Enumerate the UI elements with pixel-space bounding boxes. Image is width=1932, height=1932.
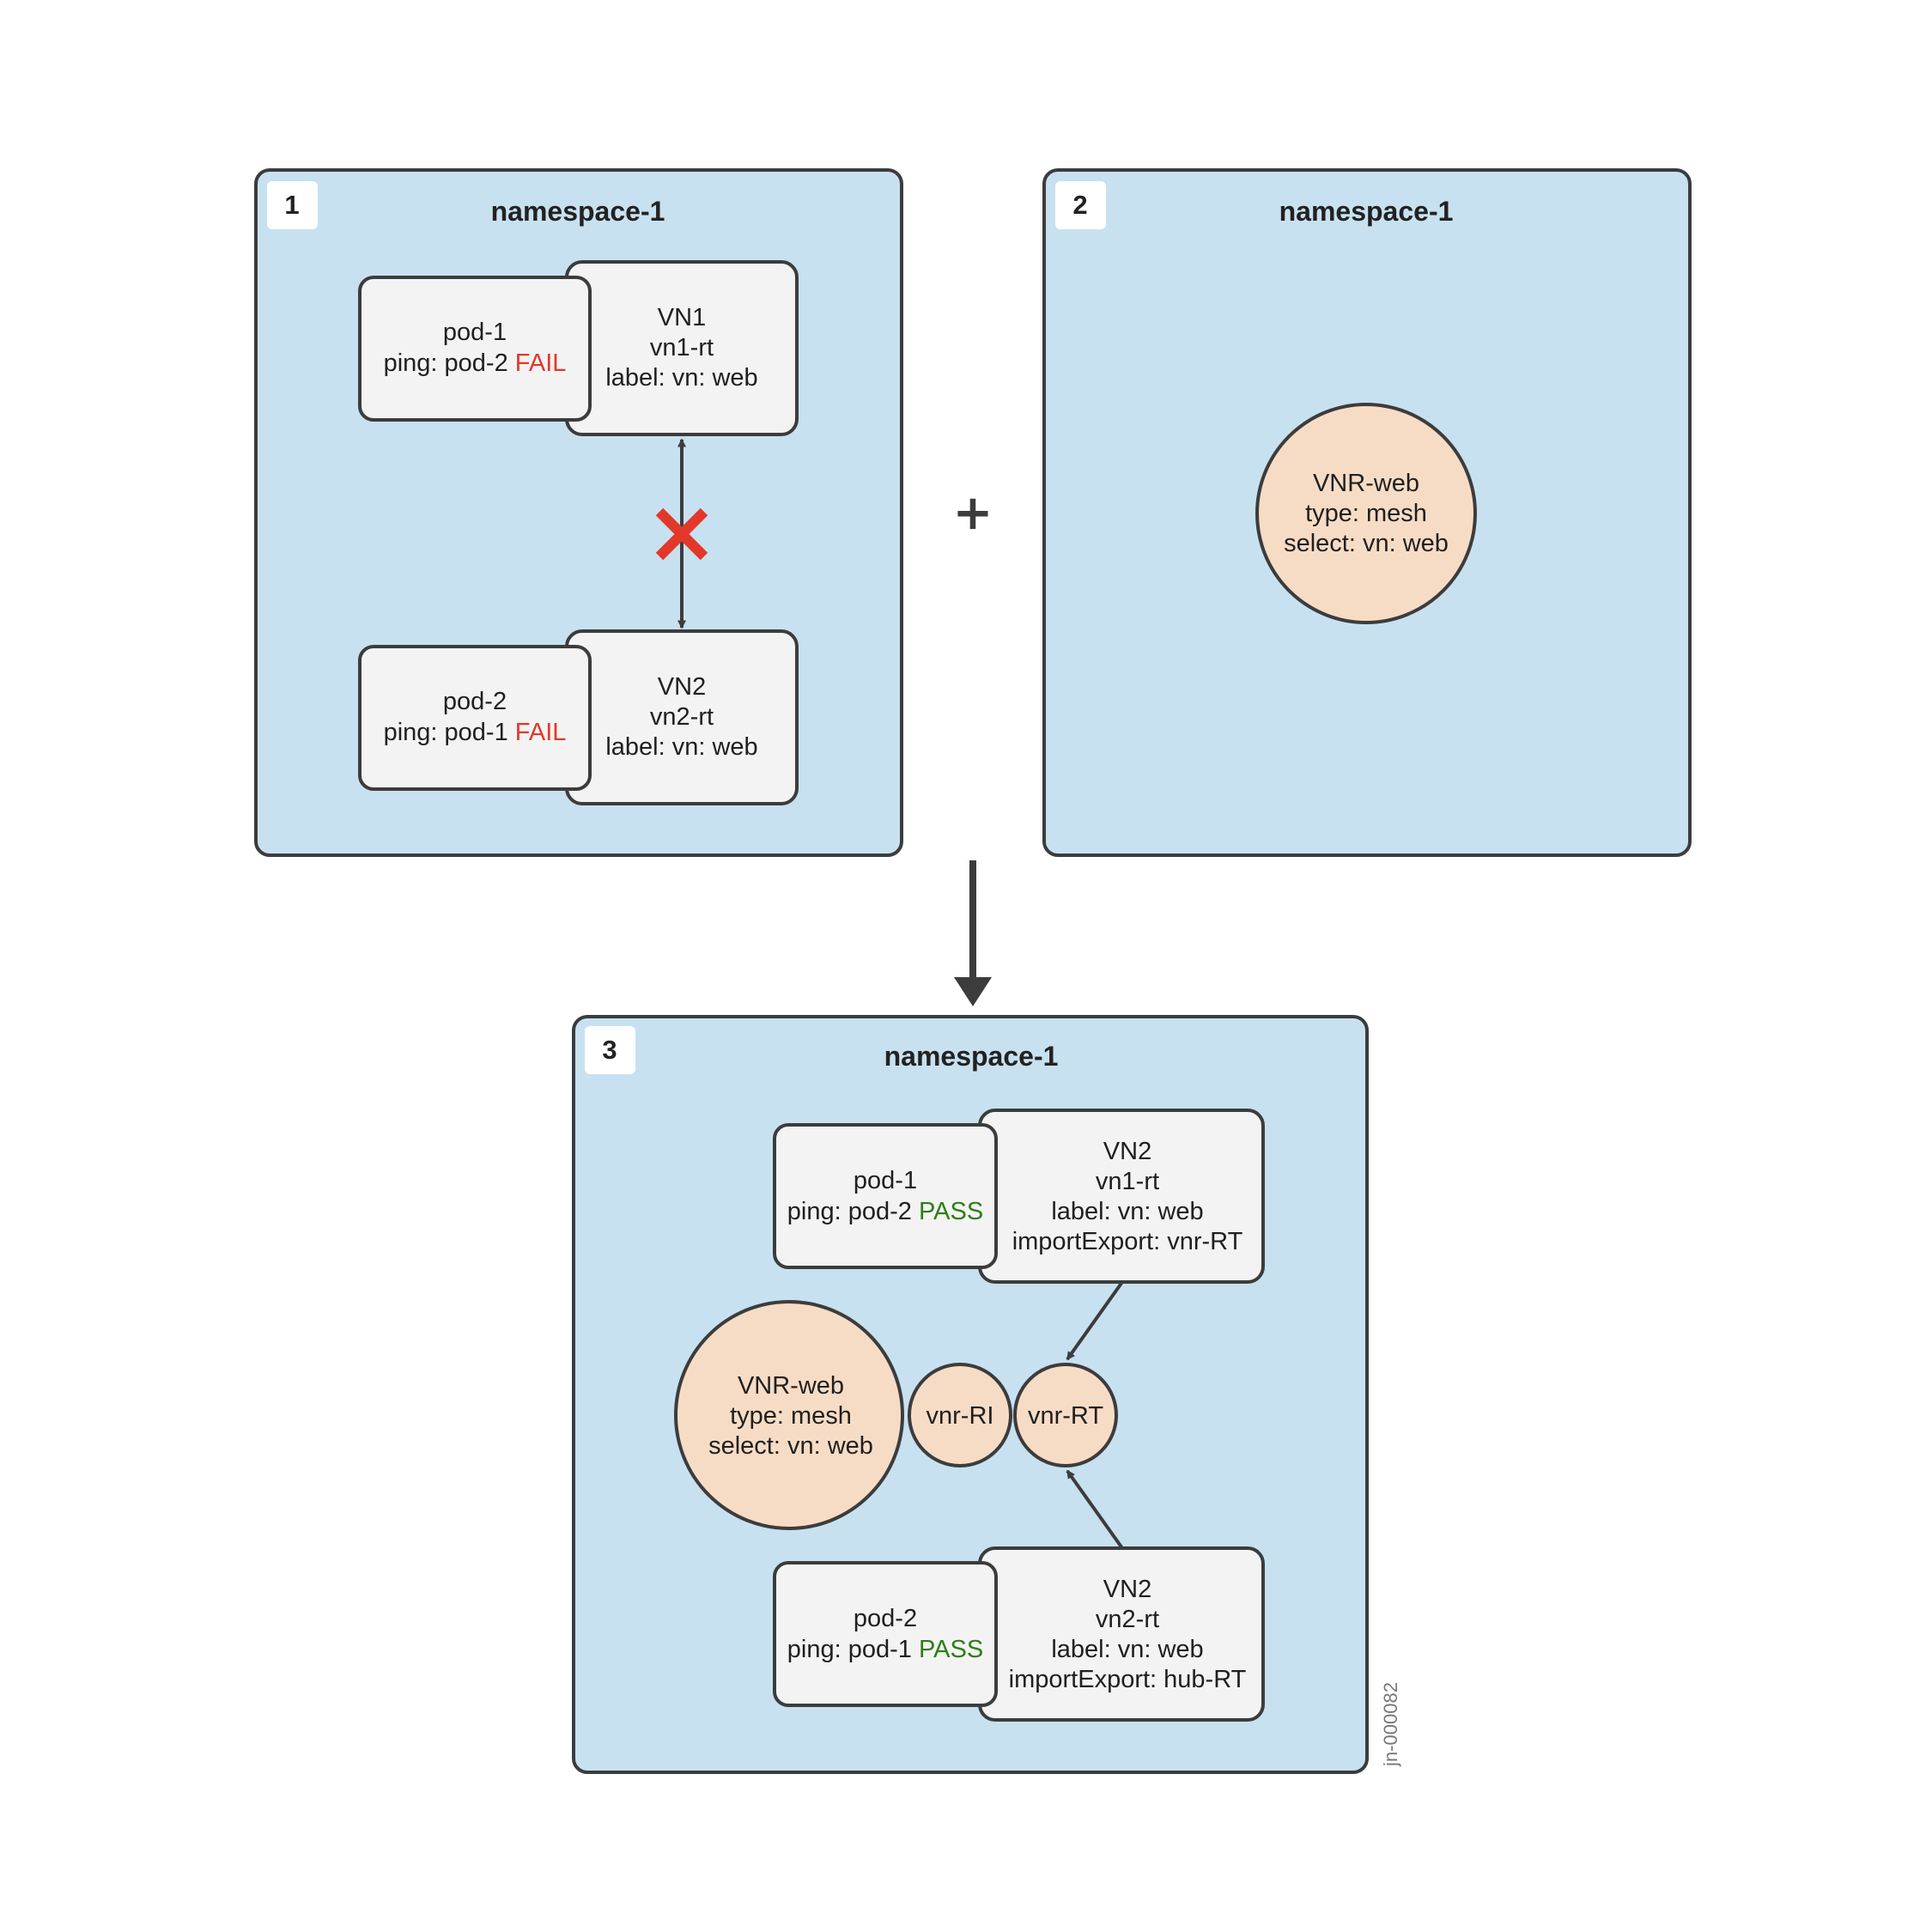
panel-1-badge: [267, 181, 318, 229]
vn-top-box: VN2 vn1-rt label: vn: web importExport: …: [978, 1109, 1265, 1284]
document-id: jn-000082: [1380, 1682, 1401, 1767]
pod-2-pass-ping-line: ping: pod-1 PASS: [787, 1636, 983, 1663]
panel-1: 1 namespace-1 VN1 vn1-rt label: vn: web …: [254, 168, 903, 857]
pod-1-pass-name: pod-1: [854, 1167, 917, 1194]
vnr-rt-circle: vnr-RT: [1013, 1363, 1118, 1467]
panel-3-badge-number: 3: [602, 1035, 617, 1065]
vn-bottom-import-export: importExport: hub-RT: [1009, 1666, 1247, 1693]
vn-bottom-name: VN2: [1103, 1576, 1151, 1603]
panel-1-title: namespace-1: [491, 196, 665, 227]
vn2-name: VN2: [658, 673, 706, 701]
panel-3-badge: [585, 1026, 635, 1074]
pod-1-pass-ping-status: PASS: [919, 1198, 983, 1225]
pod-2-pass-ping-status: PASS: [919, 1636, 983, 1663]
panel-2-badge-number: 2: [1072, 190, 1087, 220]
vnr-ri-label: vnr-RI: [927, 1402, 994, 1430]
vn-bottom-box: VN2 vn2-rt label: vn: web importExport: …: [978, 1546, 1265, 1722]
vnr-web-selector: select: vn: web: [1284, 530, 1449, 557]
panel-2: 2 namespace-1 VNR-web type: mesh select:…: [1042, 168, 1692, 857]
vnr-web-circle-result: VNR-web type: mesh select: vn: web: [674, 1300, 904, 1530]
pod-2-box: pod-2 ping: pod-1 FAIL: [358, 645, 592, 791]
vn-top-route-target: vn1-rt: [1096, 1168, 1159, 1195]
vn-bottom-label: label: vn: web: [1051, 1636, 1203, 1663]
pod-1-ping-line: ping: pod-2 FAIL: [384, 349, 567, 377]
vn2-label: label: vn: web: [605, 733, 757, 761]
pod-2-name: pod-2: [443, 688, 507, 715]
pod-1-pass-ping-text: ping: pod-2: [787, 1198, 919, 1225]
plus-icon: +: [953, 485, 993, 541]
panel-2-title: namespace-1: [1279, 196, 1454, 227]
blocked-x-icon: [655, 507, 708, 561]
pod-2-pass-box: pod-2 ping: pod-1 PASS: [773, 1561, 998, 1707]
vnr-web-type: type: mesh: [1305, 500, 1427, 527]
vn1-name: VN1: [658, 304, 706, 331]
vn1-route-target: vn1-rt: [650, 334, 714, 361]
vn-bottom-to-vnr-rt-arrow: [1066, 1469, 1124, 1550]
pod-2-ping-status: FAIL: [515, 719, 567, 746]
pod-1-ping-text: ping: pod-2: [384, 349, 515, 377]
vn-top-import-export: importExport: vnr-RT: [1012, 1228, 1243, 1255]
pod-2-pass-ping-text: ping: pod-1: [787, 1636, 919, 1663]
vnr-ri-circle: vnr-RI: [908, 1363, 1012, 1467]
pod-2-pass-name: pod-2: [854, 1605, 917, 1632]
vn-top-label: label: vn: web: [1051, 1198, 1203, 1225]
result-arrow-head-icon: [954, 977, 992, 1006]
pod-1-ping-status: FAIL: [515, 349, 567, 377]
vnr-web-result-type: type: mesh: [730, 1402, 852, 1430]
panel-1-badge-number: 1: [284, 190, 299, 220]
vn2-route-target: vn2-rt: [650, 703, 714, 731]
vnr-web-result-selector: select: vn: web: [708, 1432, 873, 1460]
vnr-web-result-name: VNR-web: [738, 1372, 844, 1400]
pod-2-ping-text: ping: pod-1: [384, 719, 515, 746]
panel-3-title: namespace-1: [884, 1041, 1059, 1072]
panel-2-badge: [1055, 181, 1106, 229]
pod-2-ping-line: ping: pod-1 FAIL: [384, 719, 567, 746]
vnr-web-circle: VNR-web type: mesh select: vn: web: [1255, 403, 1477, 624]
vnr-rt-label: vnr-RT: [1028, 1402, 1103, 1430]
vn-top-name: VN2: [1103, 1138, 1151, 1165]
vnr-web-name: VNR-web: [1313, 470, 1419, 497]
vn2-box: VN2 vn2-rt label: vn: web: [565, 629, 799, 805]
pod-1-pass-box: pod-1 ping: pod-2 PASS: [773, 1123, 998, 1269]
vn1-box: VN1 vn1-rt label: vn: web: [565, 260, 799, 436]
vn-bottom-route-target: vn2-rt: [1096, 1606, 1159, 1633]
pod-1-name: pod-1: [443, 319, 507, 346]
vn-top-to-vnr-rt-arrow: [1066, 1280, 1124, 1361]
vn1-label: label: vn: web: [605, 364, 757, 392]
panel-3: 3 namespace-1 VN2 vn1-rt label: vn: web …: [572, 1015, 1369, 1774]
pod-1-box: pod-1 ping: pod-2 FAIL: [358, 276, 592, 422]
pod-1-pass-ping-line: ping: pod-2 PASS: [787, 1198, 983, 1225]
